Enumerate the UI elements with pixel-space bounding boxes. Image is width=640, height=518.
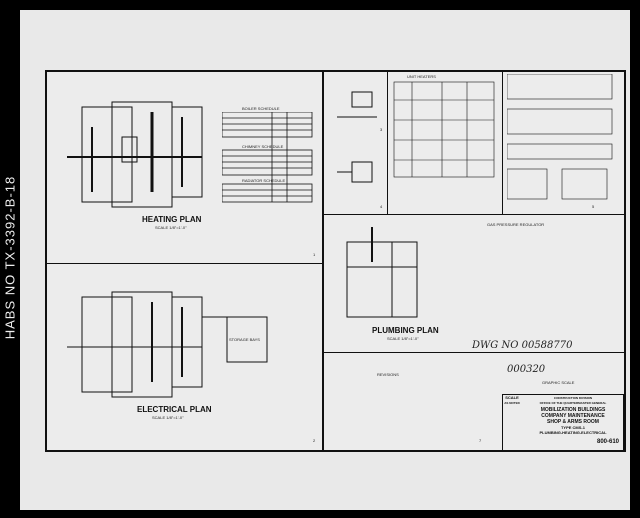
schedule-tables-right (507, 74, 613, 200)
division: CONSTRUCTION DIVISION (553, 396, 593, 400)
detail-number: 7 (479, 438, 482, 443)
heating-plan-title: HEATING PLAN (142, 215, 202, 224)
heating-plan-drawing (67, 101, 203, 208)
electrical-plan-drawing (67, 291, 268, 398)
title-block: SCALE AS NOTED CONSTRUCTION DIVISION OFF… (502, 394, 624, 451)
divider (324, 352, 624, 353)
sheet-number-hand: 000320 (507, 364, 546, 375)
boiler-schedule-title: BOILER SCHEDULE (242, 106, 280, 111)
revisions-label: REVISIONS (377, 372, 399, 377)
electrical-plan-scale: SCALE 1/8"=1'-0" (152, 415, 184, 420)
plumbing-plan-drawing (346, 227, 418, 318)
unit-heaters-table (393, 81, 495, 178)
radiator-schedule-title: RADIATOR SCHEDULE (242, 178, 286, 183)
title-line: COMPANY MAINTENANCE (541, 413, 605, 419)
scale-value: AS NOTED (504, 401, 520, 405)
drawing-sheet: HEATING PLAN SCALE 1/8"=1'-0" 1 BOILER S… (45, 70, 626, 452)
divider (387, 72, 388, 214)
side-strip: HABS NO TX-3392-B-18 (0, 0, 20, 518)
detail-number: 4 (380, 204, 383, 209)
divider (324, 214, 624, 215)
title-line: MOBILIZATION BUILDINGS (540, 407, 606, 413)
title-line: PLUMBING-HEATING-ELECTRICAL (539, 430, 607, 435)
plumbing-plan-scale: SCALE 1/8"=1'-0" (387, 336, 419, 341)
detail-number: 3 (380, 127, 383, 132)
drawing-number: 800-610 (596, 439, 620, 445)
detail-number: 5 (592, 204, 595, 209)
plumbing-plan-title: PLUMBING PLAN (372, 326, 439, 335)
detail-drawings (337, 91, 377, 183)
divider (322, 72, 324, 450)
habs-label: HABS NO TX-3392-B-18 (2, 175, 18, 340)
graphic-scale-label: GRAPHIC SCALE (542, 380, 575, 385)
chimney-schedule-title: CHIMNEY SCHEDULE (242, 144, 284, 149)
title-line: SHOP & ARMS ROOM (547, 419, 599, 425)
divider (502, 72, 503, 214)
detail-number: 1 (313, 252, 316, 257)
schedule-tables (222, 112, 313, 203)
scale-label: SCALE (505, 395, 519, 400)
detail-number: 2 (313, 438, 316, 443)
storage-bays-label: STORAGE BAYS (229, 337, 260, 342)
heating-plan-scale: SCALE 1/8"=1'-0" (155, 225, 187, 230)
divider (47, 263, 322, 264)
office: OFFICE OF THE QUARTERMASTER GENERAL (539, 401, 607, 405)
title-line: TYPE CMS-1 (560, 425, 585, 430)
gas-regulator-title: GAS PRESSURE REGULATOR (487, 222, 545, 227)
electrical-plan-title: ELECTRICAL PLAN (137, 405, 212, 414)
unit-heaters-title: UNIT HEATERS (407, 74, 436, 79)
dwg-number: DWG NO 00588770 (472, 340, 573, 351)
